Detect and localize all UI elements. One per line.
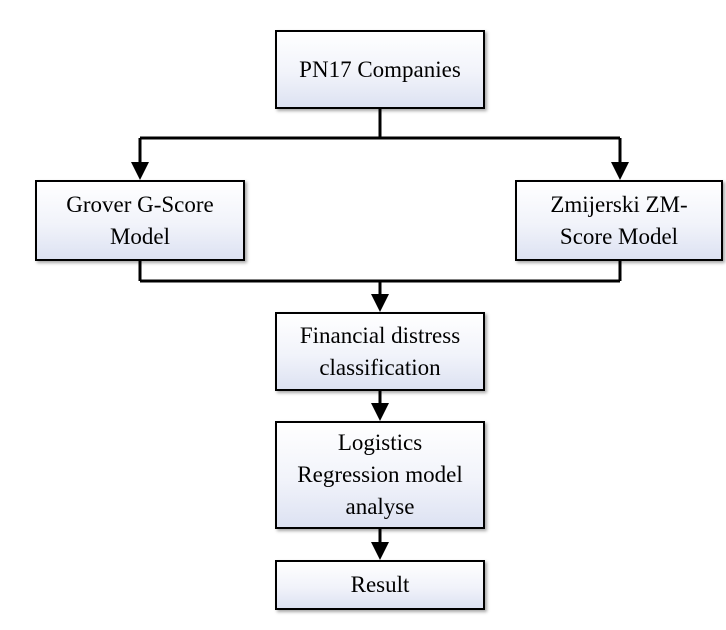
node-logistics-regression-model: Logistics Regression model analyse [275, 421, 485, 529]
node-pn17-companies: PN17 Companies [275, 30, 485, 109]
node-label-line: Score Model [559, 223, 679, 249]
node-label-line: Grover G-Score [66, 191, 214, 217]
node-label-line: PN17 Companies [299, 56, 461, 82]
node-result: Result [275, 560, 485, 610]
node-label-line: Logistics [337, 430, 423, 455]
node-label-line: classification [319, 354, 441, 380]
arrowhead-grover [131, 162, 149, 180]
arrowhead-zmijerski [611, 162, 629, 180]
node-label-line: Zmijerski ZM- [550, 191, 688, 217]
arrowhead-financial-distress [371, 294, 389, 312]
node-zmijerski-zm-score-model: Zmijerski ZM- Score Model [515, 180, 723, 261]
arrowhead-logistics [371, 403, 389, 421]
node-label-line: Result [350, 572, 410, 597]
node-label-line: analyse [345, 494, 415, 519]
node-label-line: Financial distress [299, 322, 461, 348]
node-label-line: Regression model [297, 462, 463, 487]
node-label-line: Model [109, 223, 171, 249]
node-financial-distress-classification: Financial distress classification [275, 312, 485, 391]
node-grover-g-score-model: Grover G-Score Model [35, 180, 245, 261]
arrowhead-result [371, 542, 389, 560]
